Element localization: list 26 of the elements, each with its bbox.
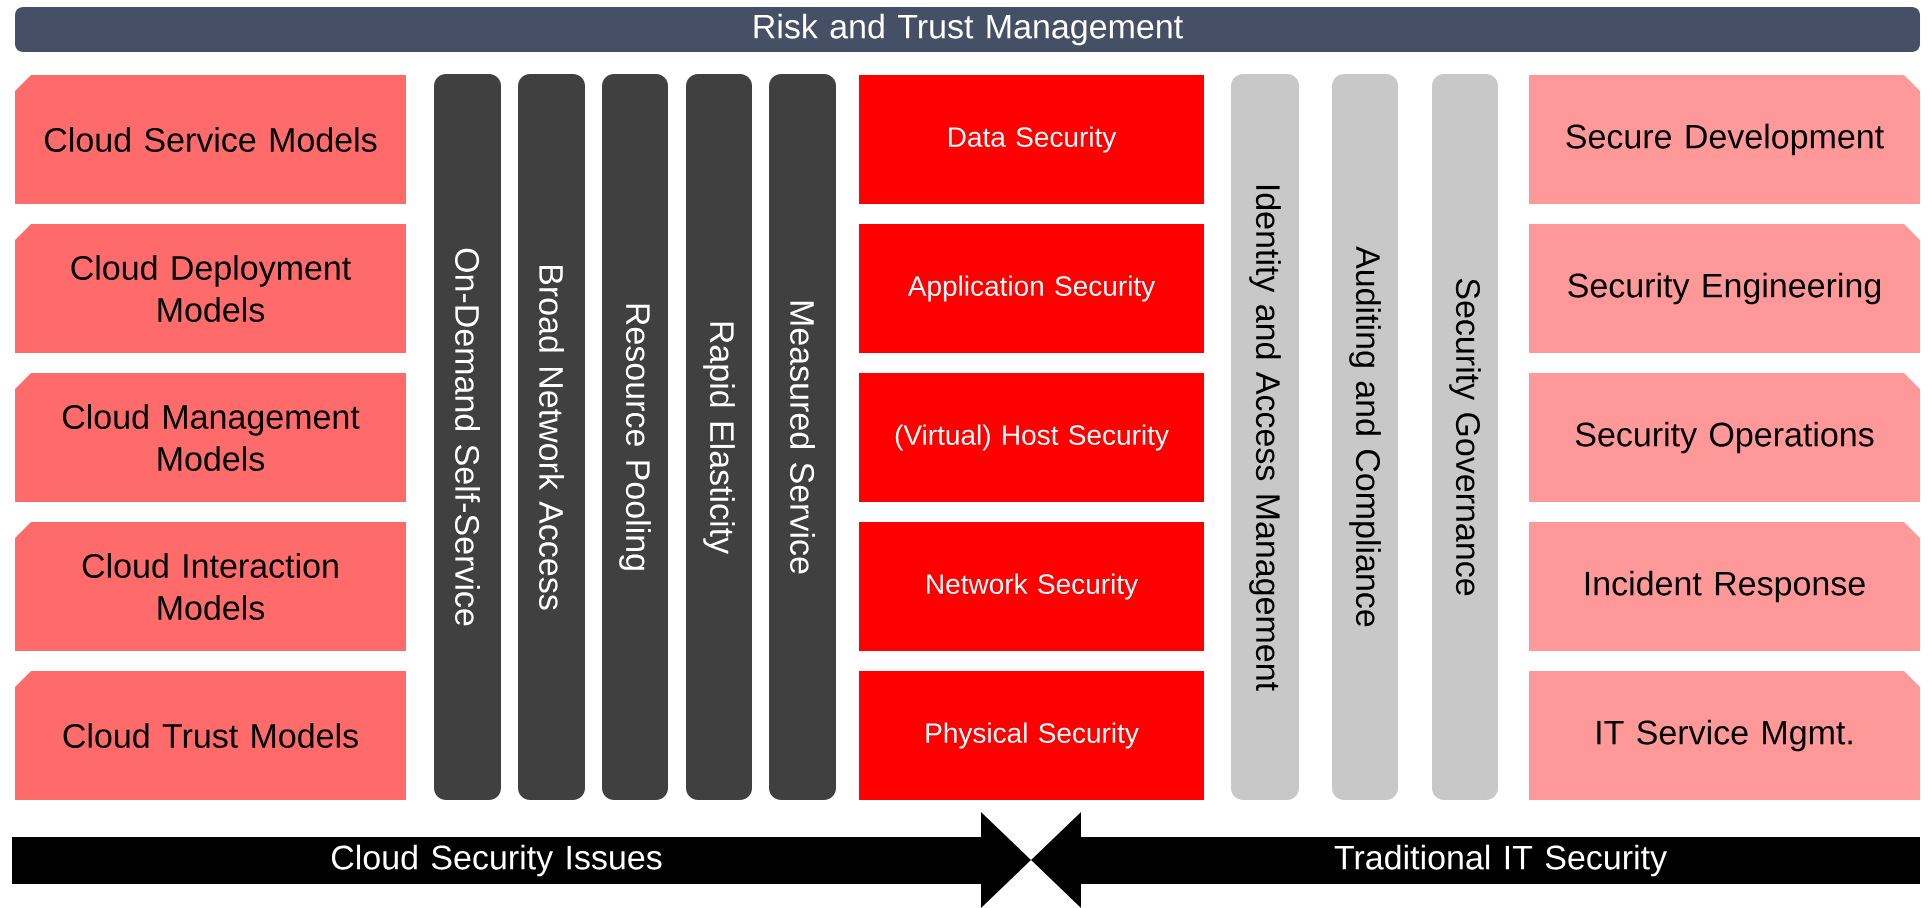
security-layer-box: Application Security — [859, 224, 1204, 353]
arrow-band: Traditional IT Security — [1031, 812, 1920, 908]
vertical-pillar: Auditing and Compliance — [1332, 74, 1398, 800]
category-box: Secure Development — [1529, 75, 1920, 204]
category-box: Cloud Service Models — [15, 75, 406, 204]
security-layer-box: Physical Security — [859, 671, 1204, 800]
category-box: Cloud Interaction Models — [15, 522, 406, 651]
category-box: Security Operations — [1529, 373, 1920, 502]
vertical-pillar: Rapid Elasticity — [686, 74, 752, 800]
vertical-pillar: Resource Pooling — [602, 74, 668, 800]
category-box: Cloud Management Models — [15, 373, 406, 502]
category-box: IT Service Mgmt. — [1529, 671, 1920, 800]
vertical-pillar: Identity and Access Management — [1231, 74, 1299, 800]
vertical-pillar: On-Demand Self-Service — [434, 74, 501, 800]
vertical-pillar: Security Governance — [1432, 74, 1498, 800]
security-layer-box: Data Security — [859, 75, 1204, 204]
vertical-pillar: Broad Network Access — [518, 74, 585, 800]
category-box: Cloud Deployment Models — [15, 224, 406, 353]
arrow-band: Cloud Security Issues — [12, 812, 1031, 908]
vertical-pillar: Measured Service — [769, 74, 836, 800]
security-layer-box: (Virtual) Host Security — [859, 373, 1204, 502]
title-bar: Risk and Trust Management — [15, 7, 1920, 52]
category-box: Cloud Trust Models — [15, 671, 406, 800]
category-box: Security Engineering — [1529, 224, 1920, 353]
category-box: Incident Response — [1529, 522, 1920, 651]
security-layer-box: Network Security — [859, 522, 1204, 651]
